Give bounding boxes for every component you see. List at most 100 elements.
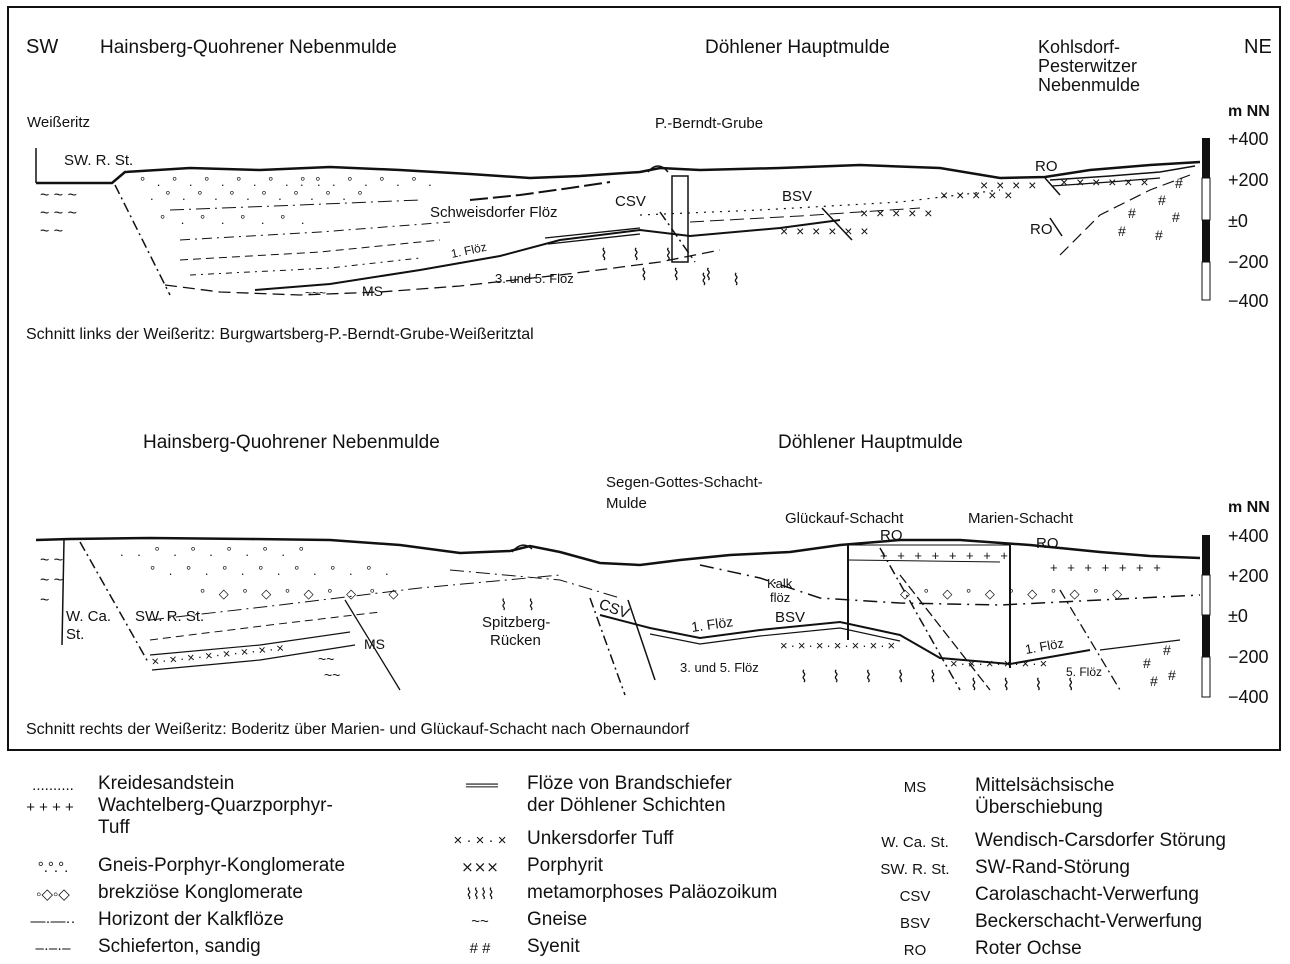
legend-wachtelberg-2: Tuff [98,814,130,841]
axis-2-tick: +400 [1228,526,1269,546]
axis-2-tick: −400 [1228,687,1269,707]
cross-dot-symbol: × · × · × [440,827,520,854]
legend-palaeozoikum: metamorphoses Paläozoikum [527,879,777,906]
seam-1-label-2b: 1. Flöz [1024,635,1065,657]
glueckauf-label: Glückauf-Schacht [785,510,904,527]
squiggle-symbol: ⌇⌇⌇⌇ [440,881,520,908]
svg-text:⌇ ⌇ ⌇ ⌇ ⌇: ⌇ ⌇ ⌇ ⌇ ⌇ [800,669,947,686]
legend-unkersdorfer: Unkersdorfer Tuff [527,825,673,852]
svg-text:~ ~: ~ ~ [40,552,63,569]
ro-label-top: RO [1035,158,1058,175]
circle-dot-symbol: °.°.°. [18,854,88,881]
fault-swrst-label: SW. R. St. [64,152,133,169]
svg-text:+ + + + + + +: + + + + + + + [1050,560,1164,575]
segen-label-2: Mulde [606,495,647,512]
legend-swrand: SW-Rand-Störung [975,854,1130,881]
breccia-symbol: ◦◇◦◇ [18,881,88,908]
river-label: Weißeritz [27,114,90,131]
abbr-bsv: BSV [860,910,970,937]
mine-label: P.-Berndt-Grube [655,115,763,132]
svg-text:+ + + + + + + +: + + + + + + + + [880,548,1011,563]
spitzberg-label-2: Rücken [490,632,541,649]
legend-syenit: Syenit [527,933,580,960]
abbr-wcast: W. Ca. St. [860,829,970,856]
axis-2-tick: ±0 [1228,606,1248,626]
axis-2-tick: −200 [1228,647,1269,667]
kalkfloez-label-2: flöz [770,590,790,605]
svg-text:#: # [1172,209,1180,225]
wca-label-1: W. Ca. [66,608,111,625]
shale-symbol: –·–·– [18,935,88,962]
kalkfloez-label-1: Kalk [767,576,793,591]
svg-text:#: # [1118,223,1126,239]
legend-roter-ochse: Roter Ochse [975,935,1082,962]
section-1: SW Hainsberg-Quohrener Nebenmulde Döhlen… [26,36,1272,300]
axis-1-tick: −400 [1228,291,1269,311]
svg-text:~ ~ ~: ~ ~ ~ [40,205,77,222]
abbr-ms: MS [860,774,970,801]
axis-1-tick: +400 [1228,129,1269,149]
ro-label-2: RO [1036,535,1059,552]
svg-text:~ ~: ~ ~ [40,572,63,589]
basin-mid-title: Döhlener Hauptmulde [705,37,890,58]
svg-text:° . ° . ° . ° .: ° . ° . ° . ° . [160,212,311,227]
wave-symbol: ~~ [440,908,520,935]
svg-text:⌇ ⌇ ⌇ ⌇: ⌇ ⌇ ⌇ ⌇ [970,677,1085,694]
svg-text:⌇ ⌇ ⌇: ⌇ ⌇ ⌇ [600,247,682,264]
swrst-label-2: SW. R. St. [135,608,204,625]
legend: .......... Kreidesandstein + + + + Wacht… [0,770,1290,964]
bsv-label-2: BSV [775,609,805,626]
legend-carolaschacht: Carolaschacht-Verwerfung [975,881,1199,908]
svg-text:~~~: ~~~ [305,286,326,300]
svg-text:#: # [1168,667,1176,683]
svg-text:×·×·×·×·×·×·×·×: ×·×·×·×·×·×·×·× [151,640,288,669]
wca-label-2: St. [66,626,84,643]
svg-text:#: # [1163,642,1171,658]
legend-kalkfloeze: Horizont der Kalkflöze [98,906,284,933]
svg-text:×·×·×·×·×·×·×: ×·×·×·×·×·×·× [780,638,898,653]
ms-label: MS [362,283,383,299]
basin-mid-title-2: Döhlener Hauptmulde [778,432,963,453]
axis-1-unit: m NN [1228,103,1270,120]
direction-sw: SW [26,36,58,58]
basin-left-title: Hainsberg-Quohrener Nebenmulde [100,37,397,58]
abbr-swrst: SW. R. St. [860,856,970,883]
ms-label-2: MS [364,636,385,652]
svg-text:⌇ ⌇: ⌇ ⌇ [500,597,543,614]
ro-label-bottom: RO [1030,221,1053,238]
porphyrite-symbol: ⨯⨯⨯ [440,854,520,881]
legend-wendisch: Wendisch-Carsdorfer Störung [975,827,1226,854]
svg-text:◇ ° ◇ ° ◇ ° ◇ ° ◇ ° ◇: ◇ ° ◇ ° ◇ ° ◇ ° ◇ ° ◇ [900,586,1127,601]
legend-floeze-2: der Döhlener Schichten [527,792,726,819]
legend-gneise: Gneise [527,906,587,933]
svg-text:#: # [1155,227,1163,243]
basin-left-title-2: Hainsberg-Quohrener Nebenmulde [143,432,440,453]
seam-1-label: 1. Flöz [450,240,488,261]
svg-text:× × × × ×: × × × × × [860,205,934,221]
axis-1-tick: ±0 [1228,211,1248,231]
svg-text:~~: ~~ [324,667,340,683]
axis-2-tick: +200 [1228,566,1269,586]
svg-text:° . ° . ° . ° . ° . ° . ° .: ° . ° . ° . ° . ° . ° . ° . [150,563,394,578]
seam-3-5-label-2: 3. und 5. Flöz [680,660,759,675]
basin-right-title-2: Pesterwitzer [1038,56,1137,76]
hash-symbol: # # [440,935,520,962]
svg-text:~~: ~~ [318,651,334,667]
elevation-axis-1: m NN +400 +200 ±0 −200 −400 [1202,103,1270,311]
axis-1-tick: +200 [1228,170,1269,190]
section-2: Hainsberg-Quohrener Nebenmulde Döhlener … [36,432,1200,695]
seam-3-5-label: 3. und 5. Flöz [495,271,574,286]
svg-text:#: # [1175,175,1183,191]
dash-dot-symbol: —·—·· [18,908,88,935]
plus-symbol: + + + + [10,794,90,821]
svg-text:. ° . ° . ° . ° .: . ° . ° . ° . ° . [300,174,436,189]
basin-right-title-1: Kohlsdorf- [1038,37,1120,57]
legend-schieferton: Schieferton, sandig [98,933,261,960]
svg-text:#: # [1158,192,1166,208]
elevation-axis-2: m NN +400 +200 ±0 −200 −400 [1202,499,1270,707]
marien-label: Marien-Schacht [968,510,1074,527]
basin-right-title-3: Nebenmulde [1038,75,1140,95]
svg-text:~ ~ ~: ~ ~ ~ [40,187,77,204]
svg-text:. ° . ° . ° . ° . ° . ° . °: . ° . ° . ° . ° . ° . ° . ° [150,188,367,203]
axis-1-tick: −200 [1228,252,1269,272]
